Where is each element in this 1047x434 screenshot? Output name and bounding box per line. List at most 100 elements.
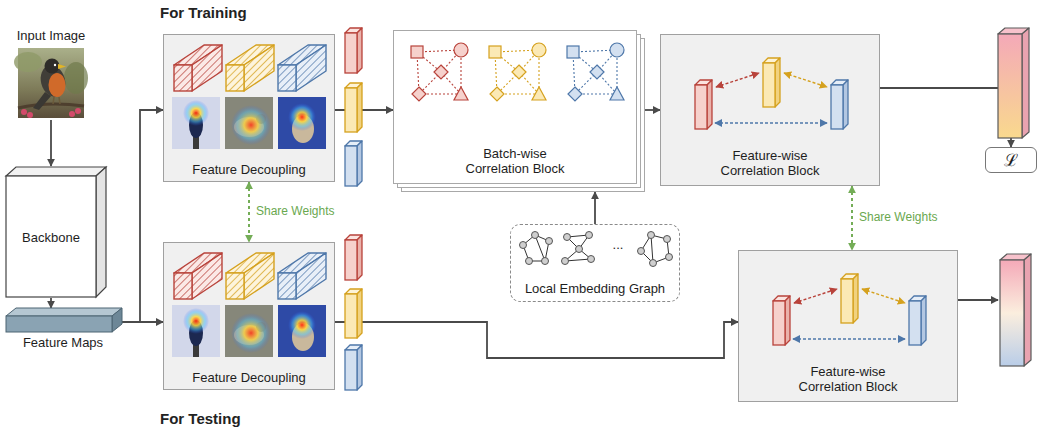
cuboid-front [841,279,853,323]
text-slot: ℒ [986,148,1036,172]
red-feature-vector [345,235,362,280]
share-weights-arrow [851,186,853,250]
edge-label: Share Weights [256,204,335,219]
cuboid-front [345,146,357,186]
node-label: Feature Decoupling [192,370,305,385]
square-node [567,46,579,58]
flow-arrow [880,88,1011,147]
backbone-side [96,167,106,297]
blue-feature-vector [831,80,848,129]
feature-map-side [112,308,122,332]
cuboid-front [345,88,357,132]
cuboid-front [226,273,244,299]
panel-heading: For Training [160,4,247,22]
attention-map [172,305,220,357]
circle-node [532,43,546,57]
foliage [14,52,42,72]
batch-correlation-box: Batch-wise Correlation Block [393,30,645,192]
decoupling-box: Feature Decoupling [163,34,335,182]
decoupling-illustration [164,243,336,391]
graph-icon [562,232,595,265]
bird-legs [53,97,60,104]
diamond-node [434,65,448,79]
flow-arrow [645,109,660,111]
square-node [411,46,423,58]
text-slot: Input Image [8,28,94,43]
cuboid-side [357,289,362,338]
attention-background [172,97,220,149]
sample-graph [489,43,546,101]
node-label: Local Embedding Graph [525,281,665,296]
node-label: Feature Maps [23,335,103,350]
red-feature-vector [773,296,790,345]
feature-map-slab [2,308,124,334]
yellow-feature-vector [345,83,362,132]
cuboid-front [345,294,357,338]
output-feature-vector [1000,254,1031,366]
graph-vertex [532,232,539,239]
text-slot: Feature Decoupling [164,162,334,177]
cuboid-front [831,85,843,129]
graph-vertex [576,246,583,253]
share-weights-arrow [248,182,250,242]
flower [69,111,75,117]
graph-edge [651,235,653,263]
feature-map-front [6,316,112,332]
node-label: ℒ [1004,150,1018,170]
blue-feature-vector [909,296,926,345]
output-arrow [958,299,998,301]
graph-edge [535,235,545,261]
cuboid-front [345,33,357,73]
attention-background [225,305,273,357]
cuboid-side [1022,28,1029,138]
cuboid-side [192,253,222,299]
decoupling-illustration [164,35,336,183]
graph-vertex [564,234,571,241]
attention-background [278,97,326,149]
cuboid-side [357,345,362,390]
cuboid-front [998,34,1022,138]
edge-label-holder: Share Weights [256,204,335,219]
graph-icon [638,232,673,267]
diamond-node [568,87,582,101]
cuboid-side [921,296,926,345]
node-label: Backbone [22,230,80,245]
node-label: Feature Decoupling [192,162,305,177]
bird-photo [18,48,84,118]
backbone-front [6,176,96,297]
cuboid-side [707,80,712,129]
attention-map [172,97,220,149]
text-slot: Backbone [5,176,97,298]
text-slot: For Testing [160,410,241,428]
bird-beak [58,64,66,69]
circle-node [454,43,468,57]
cuboid-side [357,141,362,186]
heat-spot [183,308,209,334]
decoupling-box: Feature Decoupling [163,242,335,390]
bird-eye [54,64,56,66]
cuboid-front [1000,260,1024,366]
sample-graph [567,43,624,101]
cuboid-front [909,301,921,345]
cuboid-side [244,253,274,299]
cuboid-side [192,45,222,91]
panel-background [148,228,1042,434]
red-feature-vector [695,80,712,129]
correlation-arrow [715,122,827,123]
triangle-node [610,87,624,100]
correlation-arrow [794,289,837,303]
hatched-feature-block [174,45,222,91]
graph-vertex [666,254,673,261]
node-label: Batch-wise Correlation Block [456,146,574,176]
flow-arrow [50,298,52,308]
hatched-feature-block [278,253,326,299]
training-panel: For TrainingFeature Decoupling Batch-wise… [148,0,1042,200]
edge-label-holder: Share Weights [859,210,938,225]
flow-arrow [335,109,393,111]
hatched-feature-block [226,45,274,91]
foliage [64,62,88,94]
circle-node [610,43,624,57]
cuboid-front [278,273,296,299]
attention-background [225,97,273,149]
node-label: Feature-wise Correlation Block [789,364,907,394]
